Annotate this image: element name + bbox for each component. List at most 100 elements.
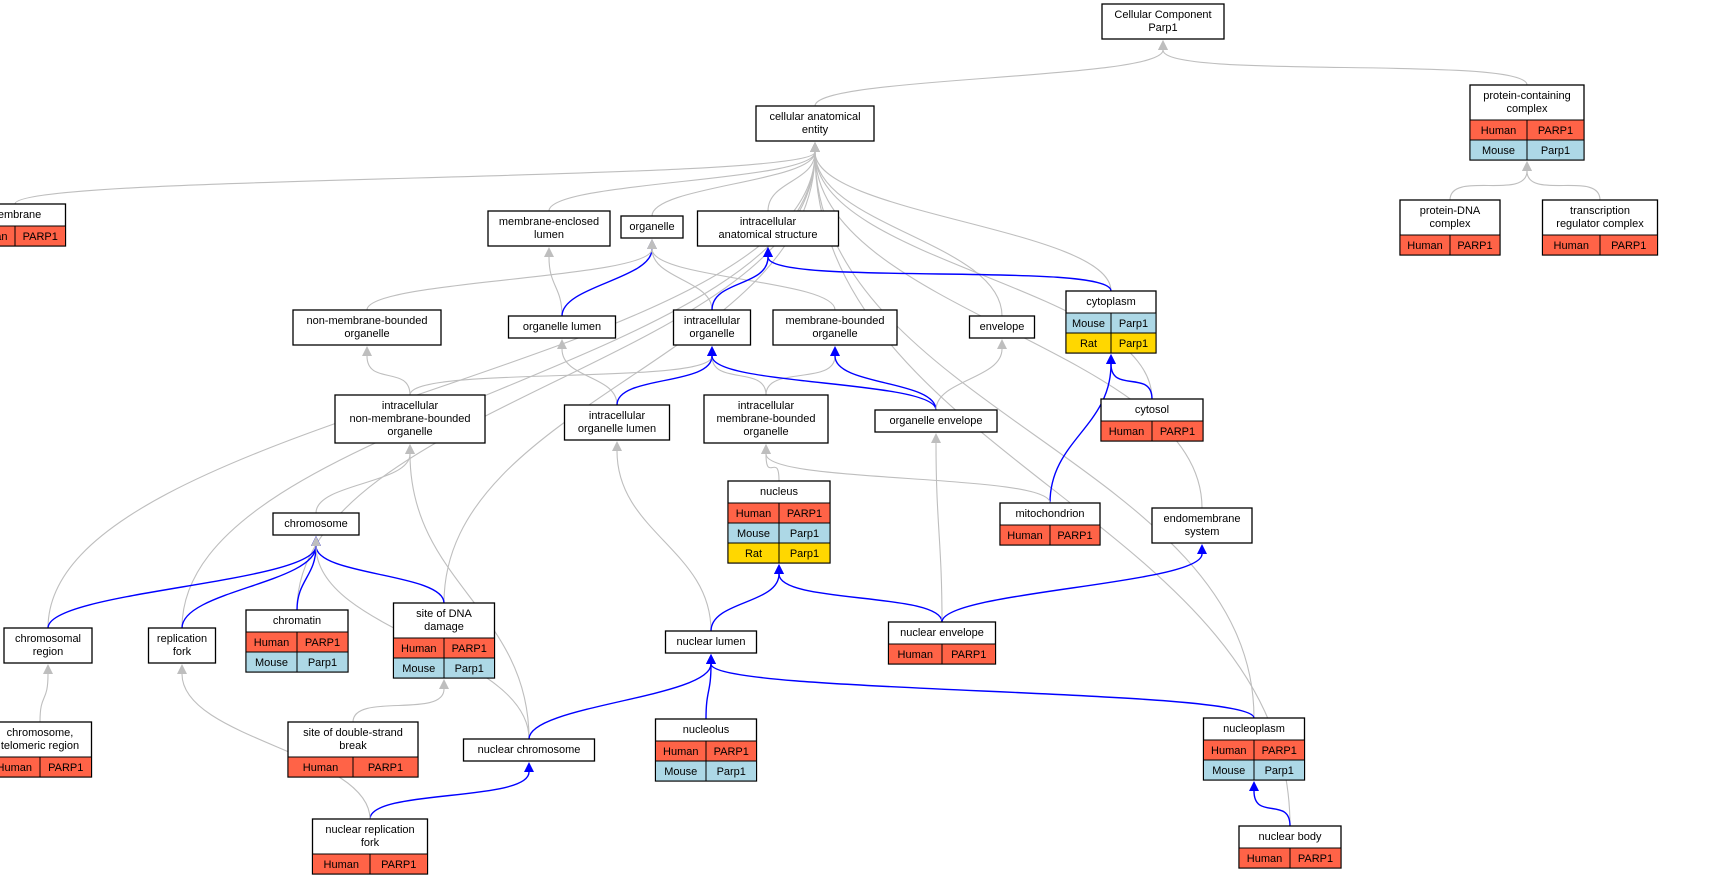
edge-olumen-to-organelle (561, 248, 653, 317)
edge-cytosol-to-cae (814, 151, 1153, 400)
node-olumen[interactable]: organelle lumen (507, 315, 617, 339)
node-box (696, 210, 840, 247)
gene-label: PARP1 (787, 508, 822, 520)
edge-iol-to-olumen (561, 348, 618, 406)
arrowhead (177, 664, 187, 674)
edge-cae-to-root (814, 49, 1164, 107)
node-label: nuclear chromosome (478, 744, 581, 756)
species-label: Mouse (1212, 765, 1245, 777)
node-label: Parp1 (1148, 22, 1177, 34)
gene-label: PARP1 (305, 637, 340, 649)
edge-mel-to-cae (548, 151, 816, 212)
node-label: protein-containing (1483, 90, 1570, 102)
node-label: site of double-strand (303, 727, 403, 739)
edge-chreg-to-chromosome (47, 545, 317, 629)
node-nchrom[interactable]: nuclear chromosome (462, 738, 596, 762)
species-label: Human (0, 762, 32, 774)
edge-oenv-to-io (711, 355, 937, 411)
gene-cell (443, 657, 495, 679)
species-label: Human (1109, 426, 1144, 438)
node-organelle[interactable]: organelle (620, 215, 684, 239)
edge-cytosol-to-cytoplasm (1110, 363, 1153, 400)
node-label: system (1185, 526, 1220, 538)
node-membrane[interactable]: membraneHumanPARP1 (0, 203, 67, 247)
node-label: mitochondrion (1015, 508, 1084, 520)
gene-label: Parp1 (1265, 765, 1294, 777)
gene-label: PARP1 (452, 643, 487, 655)
node-box (1151, 507, 1253, 544)
gene-label: Parp1 (308, 657, 337, 669)
edge-envelope-to-cae (814, 151, 1003, 317)
arrowhead (931, 433, 941, 443)
edge-cytoplasm-to-ias (767, 256, 1112, 292)
arrowhead (557, 339, 567, 349)
gene-label: PARP1 (1262, 745, 1297, 757)
gene-label: Parp1 (1119, 318, 1148, 330)
node-label: organelle envelope (890, 415, 983, 427)
node-oenv[interactable]: organelle envelope (874, 409, 998, 433)
node-label: intracellular (740, 216, 797, 228)
edge-nucleoplasm-to-nlumen (710, 663, 1255, 719)
species-label: Human (898, 649, 933, 661)
node-chromosome[interactable]: chromosome (272, 512, 360, 536)
node-nlumen[interactable]: nuclear lumen (664, 630, 758, 654)
node-label: nuclear lumen (676, 636, 745, 648)
edge-nmbo-to-organelle (366, 248, 653, 311)
node-envelope[interactable]: envelope (968, 315, 1036, 339)
edge-io-to-organelle (651, 248, 713, 311)
edge-nenv-to-nucleus (778, 573, 943, 623)
gene-label: PARP1 (951, 649, 986, 661)
arrowhead (1522, 161, 1532, 171)
gene-cell (1526, 139, 1585, 161)
edge-cytoplasm-to-cae (814, 151, 1112, 292)
arrowhead (1249, 781, 1259, 791)
edge-sdd-to-chromosome (315, 545, 445, 604)
gene-cell (39, 756, 92, 778)
arrowhead (1197, 544, 1207, 554)
gene-row-human: Human PARP1 (888, 643, 996, 665)
node-label: damage (424, 621, 464, 633)
arrowhead (997, 339, 1007, 349)
node-inmbo[interactable]: intracellularnon-membrane-boundedorganel… (334, 394, 486, 444)
arrowhead (439, 679, 449, 689)
node-label: intracellular (382, 400, 439, 412)
arrowhead (647, 239, 657, 249)
